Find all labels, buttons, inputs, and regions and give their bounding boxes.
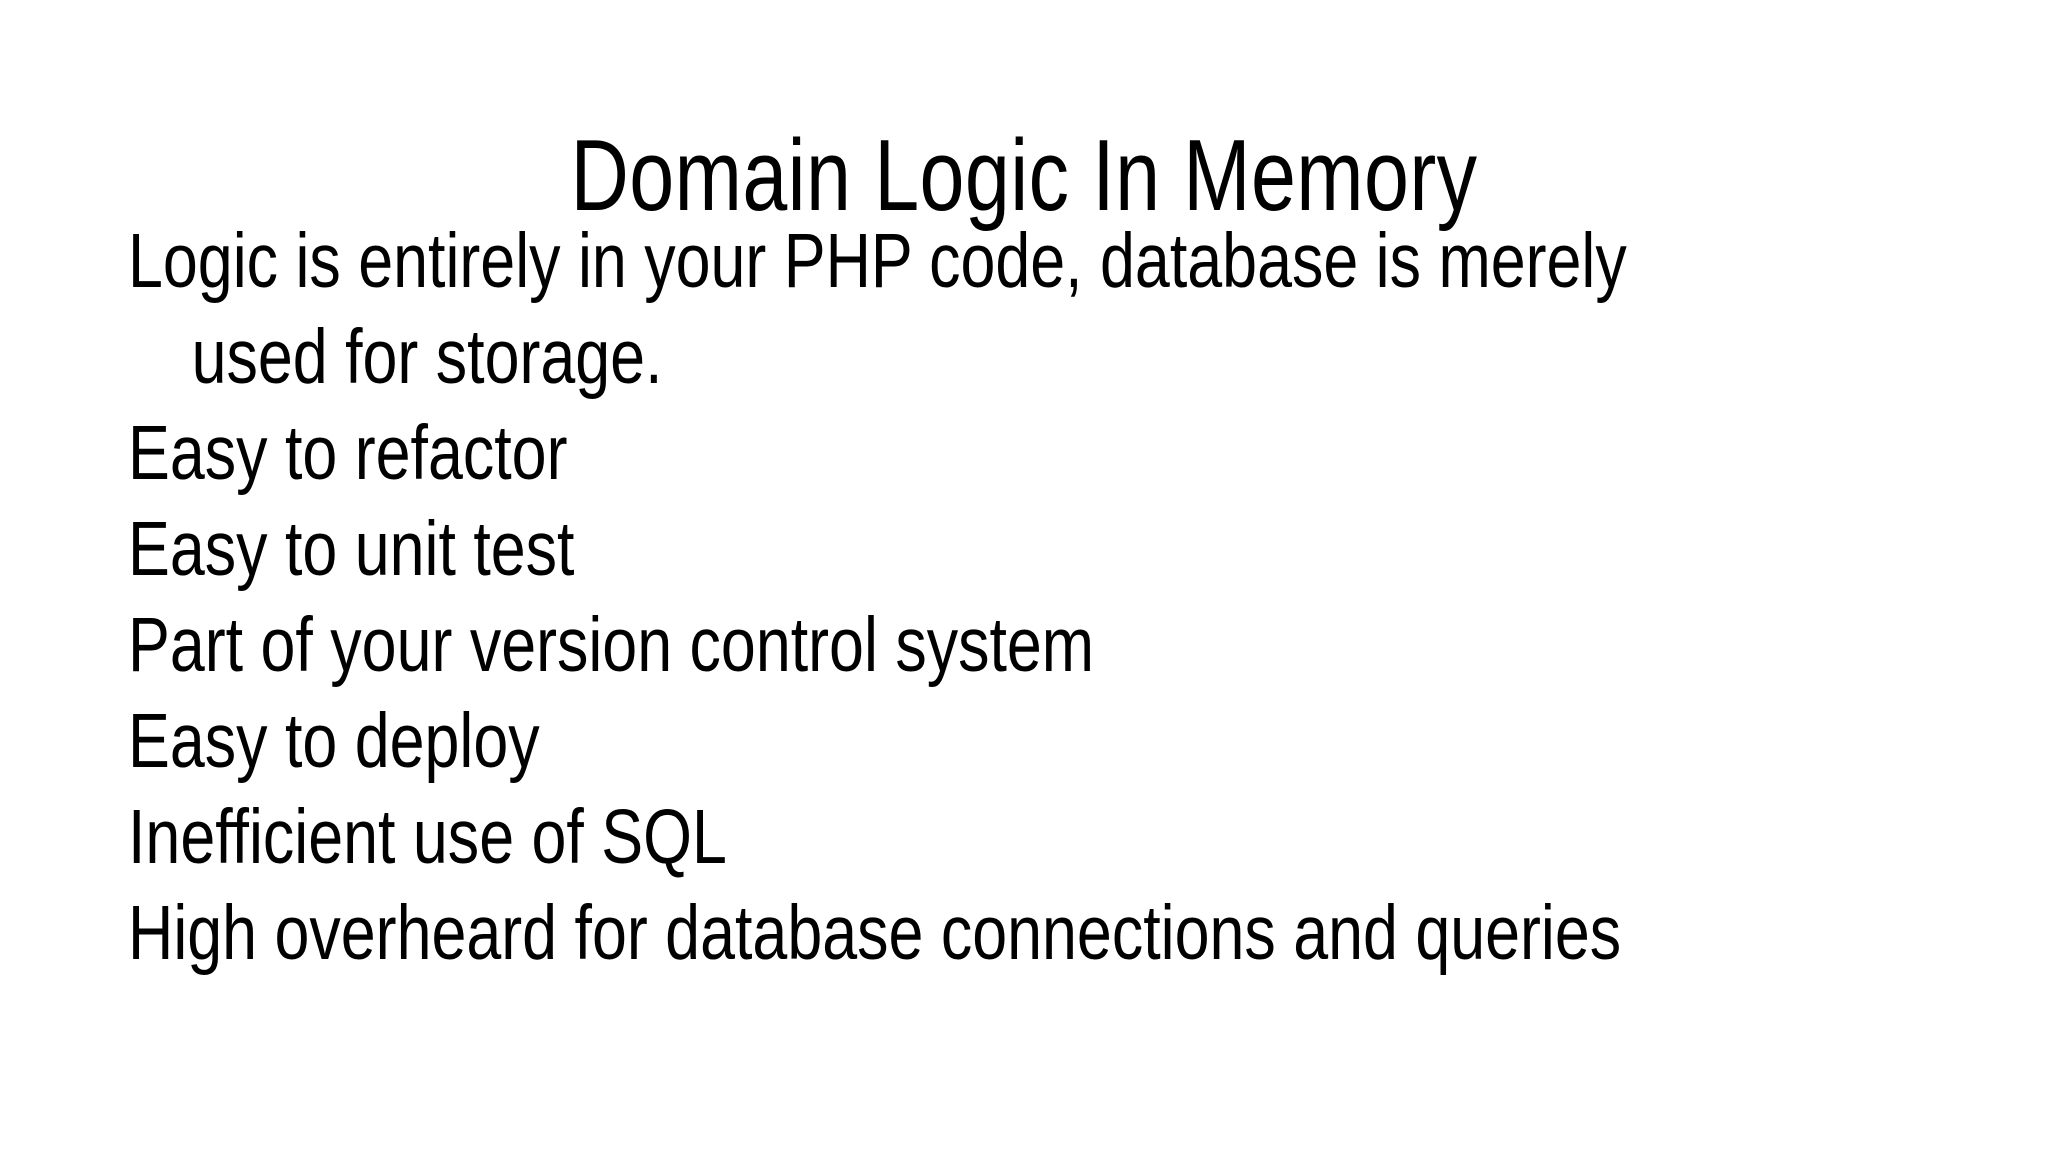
body-line: High overheard for database connections … xyxy=(128,890,1622,976)
body-line: Inefficient use of SQL xyxy=(128,794,727,880)
body-line-continuation: used for storage. xyxy=(191,314,663,400)
body-line: Easy to deploy xyxy=(128,698,540,784)
body-line: Easy to unit test xyxy=(128,506,575,592)
body-line: Easy to refactor xyxy=(128,410,568,496)
slide-body-text: Logic is entirely in your PHP code, data… xyxy=(128,213,1968,981)
slide-title: Domain Logic In Memory xyxy=(570,119,1478,232)
body-line: Logic is entirely in your PHP code, data… xyxy=(128,218,1627,304)
body-line: Part of your version control system xyxy=(128,602,1095,688)
